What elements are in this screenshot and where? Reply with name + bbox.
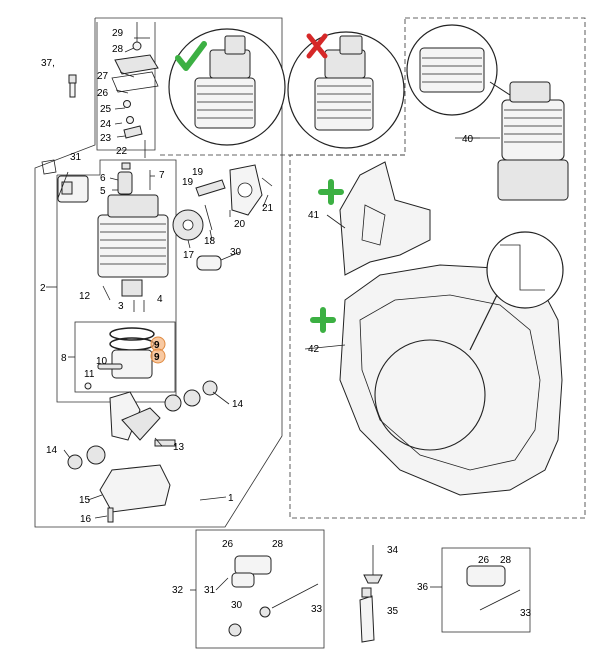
leader-lines <box>46 37 480 591</box>
kit-36 <box>441 547 531 633</box>
plus-icon <box>310 307 336 333</box>
label-10: 10 <box>96 356 108 367</box>
label-4: 4 <box>157 294 163 305</box>
cylinder <box>97 194 169 297</box>
label-28: 28 <box>112 44 124 55</box>
label-15: 15 <box>79 495 91 506</box>
label-8: 8 <box>61 353 67 364</box>
kit-32 <box>195 529 325 649</box>
kit-34-35 <box>359 545 383 643</box>
label-27: 27 <box>97 71 109 82</box>
rocker-19 <box>195 179 226 231</box>
label-22: 22 <box>116 146 128 157</box>
label-21: 21 <box>262 203 274 214</box>
label-24: 24 <box>100 119 112 130</box>
label-3: 3 <box>118 301 124 312</box>
label-18: 18 <box>204 236 216 247</box>
label-9b: 9 <box>154 352 160 363</box>
gasket-30 <box>196 255 222 271</box>
label-14b: 14 <box>232 399 244 410</box>
plus-icon <box>318 179 344 205</box>
label-7: 7 <box>159 170 165 181</box>
valve-springs <box>117 162 151 195</box>
label-26b: 26 <box>222 539 234 550</box>
label-19b: 19 <box>192 167 204 178</box>
label-42: 42 <box>308 344 320 355</box>
label-30b: 30 <box>231 600 243 611</box>
valve-cover <box>111 22 159 93</box>
label-41: 41 <box>308 210 320 221</box>
label-26c: 26 <box>478 555 490 566</box>
piston-rings <box>84 327 155 390</box>
label-33a: 33 <box>311 604 323 615</box>
part-40-assembly <box>406 24 569 201</box>
label-29: 29 <box>112 28 124 39</box>
flywheel-17 <box>172 209 204 241</box>
part-41-shroud <box>339 161 431 276</box>
callout-good <box>168 28 286 146</box>
label-31b: 31 <box>204 585 216 596</box>
label-6: 6 <box>100 173 106 184</box>
part-labels: 29 28 37, 27 26 25 24 23 22 31 6 5 7 19 … <box>40 28 532 619</box>
label-37: 37, <box>41 58 55 69</box>
highlight-9b <box>150 348 166 364</box>
crankshaft <box>109 380 218 447</box>
label-36: 36 <box>417 582 429 593</box>
cross-icon <box>306 33 328 59</box>
label-16: 16 <box>80 514 92 525</box>
label-13: 13 <box>173 442 185 453</box>
label-17: 17 <box>183 250 195 261</box>
part-42-housing <box>339 231 564 496</box>
label-40: 40 <box>462 134 474 145</box>
label-28b: 28 <box>272 539 284 550</box>
label-34: 34 <box>387 545 399 556</box>
label-23: 23 <box>100 133 112 144</box>
bolts <box>102 285 145 312</box>
bearings-14 <box>67 445 106 470</box>
spark-plug-37 <box>68 74 77 98</box>
label-9a: 9 <box>154 340 160 351</box>
label-32: 32 <box>172 585 184 596</box>
label-35: 35 <box>387 606 399 617</box>
cover-20 <box>229 164 273 216</box>
label-30: 30 <box>230 247 242 258</box>
label-20: 20 <box>234 219 246 230</box>
label-1: 1 <box>228 493 234 504</box>
label-26: 26 <box>97 88 109 99</box>
label-12: 12 <box>79 291 91 302</box>
crankcase <box>99 464 171 523</box>
label-2: 2 <box>40 283 46 294</box>
label-19a: 19 <box>182 177 194 188</box>
label-31: 31 <box>70 152 82 163</box>
label-5: 5 <box>100 186 106 197</box>
label-28c: 28 <box>500 555 512 566</box>
label-14a: 14 <box>46 445 58 456</box>
rocker-parts <box>123 100 146 158</box>
label-11: 11 <box>84 369 95 380</box>
label-25: 25 <box>100 104 112 115</box>
callout-bad <box>287 31 405 149</box>
check-icon <box>175 41 207 71</box>
carburetor-31 <box>41 159 89 203</box>
label-33b: 33 <box>520 608 532 619</box>
